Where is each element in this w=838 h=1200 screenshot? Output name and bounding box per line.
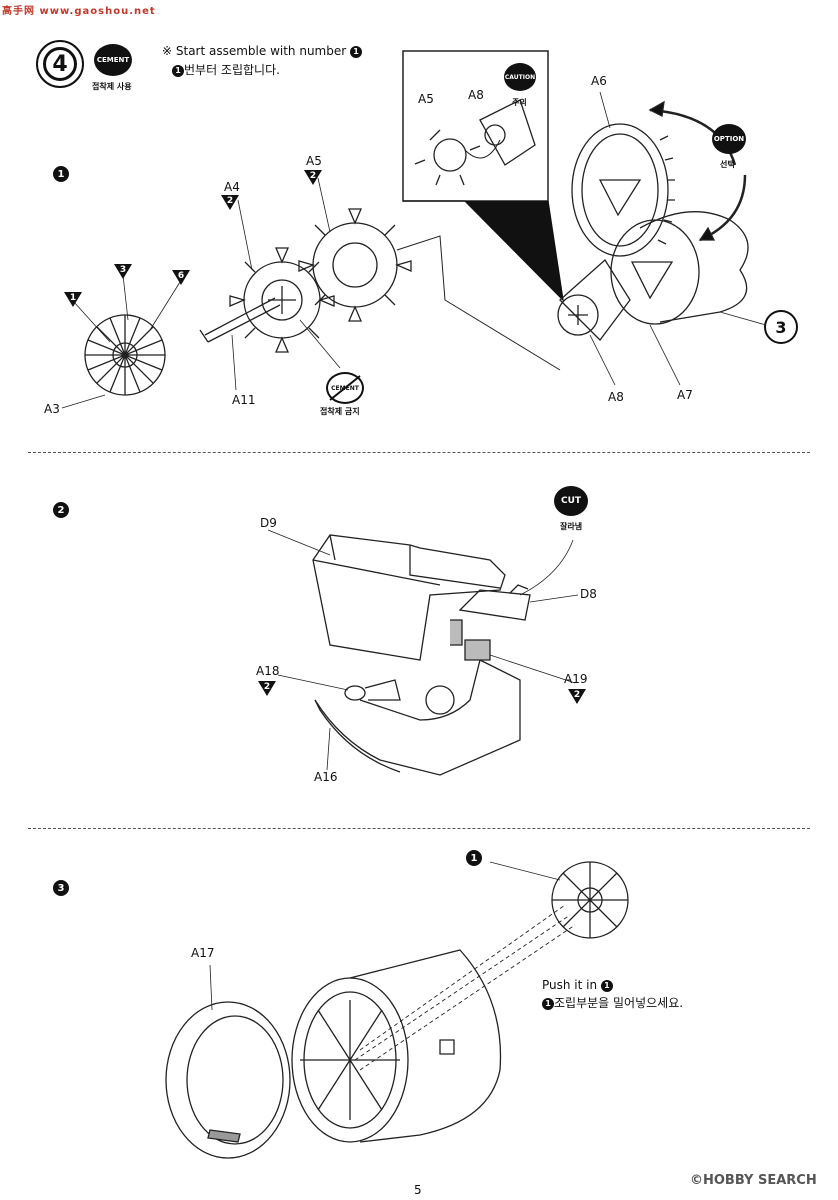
option-caption: 선택 [720, 160, 735, 169]
part-a18-drawing [344, 679, 401, 701]
caution-caption: 주의 [512, 98, 527, 107]
part-a19-drawing [450, 619, 491, 661]
part-engine-assembly-drawing [291, 949, 502, 1143]
part-a17-drawing [165, 1001, 291, 1159]
no-cement-caption: 접착제 금지 [320, 407, 360, 416]
push-korean-text: 조립부분을 밀어넣으세요. [554, 996, 684, 1010]
quantity-marker: 6 [172, 270, 190, 285]
step-number: 4 [43, 47, 77, 81]
cut-caption: 잘라냄 [560, 522, 583, 531]
inset-label-a5: A5 [418, 92, 434, 106]
part-d9-drawing [312, 534, 506, 661]
part-a5-drawing [298, 208, 412, 322]
step-3-reference: 3 [764, 310, 798, 344]
push-instruction-english: Push it in 1 [542, 978, 613, 992]
caution-icon: CAUTION [504, 63, 536, 91]
no-cement-slash-icon [329, 375, 361, 401]
instruction-english-number: 1 [350, 45, 363, 58]
label-a11: A11 [232, 393, 256, 407]
instruction-english-text: ※ Start assemble with number [162, 44, 347, 58]
part-a8-drawing [557, 259, 631, 341]
label-a6: A6 [591, 74, 607, 88]
push-english-text: Push it in [542, 978, 598, 992]
cut-icon: CUT [554, 486, 588, 516]
quantity-marker: 2 [568, 689, 586, 704]
label-a5: A5 [306, 154, 322, 168]
part-a11-drawing [199, 297, 281, 343]
label-a17: A17 [191, 946, 215, 960]
instruction-english: ※ Start assemble with number 1 [162, 44, 363, 58]
section-2-number: 2 [53, 502, 69, 518]
push-korean-number: 1 [542, 997, 554, 1010]
instruction-korean-text: 번부터 조립합니다. [184, 63, 280, 77]
label-d9: D9 [260, 516, 277, 530]
instruction-korean-number: 1 [172, 64, 184, 77]
section-3-number: 3 [53, 880, 69, 896]
part-a16-drawing [314, 659, 521, 776]
inset-label-a8: A8 [468, 88, 484, 102]
part-a7-drawing [610, 211, 749, 325]
part-a4-drawing [229, 247, 335, 353]
section-divider [28, 828, 810, 829]
label-a7: A7 [677, 388, 693, 402]
label-a4: A4 [224, 180, 240, 194]
label-a8: A8 [608, 390, 624, 404]
cement-caption: 접착제 사용 [92, 82, 132, 91]
page-number: 5 [414, 1183, 422, 1197]
section-1-number: 1 [53, 166, 69, 182]
section-divider [28, 452, 810, 453]
step-number-badge: 4 [36, 40, 84, 88]
label-a3: A3 [44, 402, 60, 416]
inset-drawing [414, 99, 536, 186]
push-english-number: 1 [600, 979, 613, 992]
quantity-marker: 3 [114, 264, 132, 279]
label-a16: A16 [314, 770, 338, 784]
label-d8: D8 [580, 587, 597, 601]
hobby-search-watermark: ©HOBBY SEARCH [690, 1173, 817, 1188]
part-a6-drawing [571, 123, 675, 257]
cement-icon: CEMENT [94, 44, 132, 76]
option-icon: OPTION [712, 124, 746, 154]
quantity-marker: 2 [258, 681, 276, 696]
top-watermark: 高手网 www.gaoshou.net [2, 6, 156, 17]
part-a3-drawing [84, 314, 166, 396]
quantity-marker: 2 [304, 170, 322, 185]
quantity-marker: 1 [64, 292, 82, 307]
part-d8-drawing [458, 584, 531, 621]
label-a19: A19 [564, 672, 588, 686]
quantity-marker: 2 [221, 195, 239, 210]
subassembly-1-reference: 1 [466, 850, 482, 866]
part-fan-drawing [551, 861, 629, 939]
label-a18: A18 [256, 664, 280, 678]
